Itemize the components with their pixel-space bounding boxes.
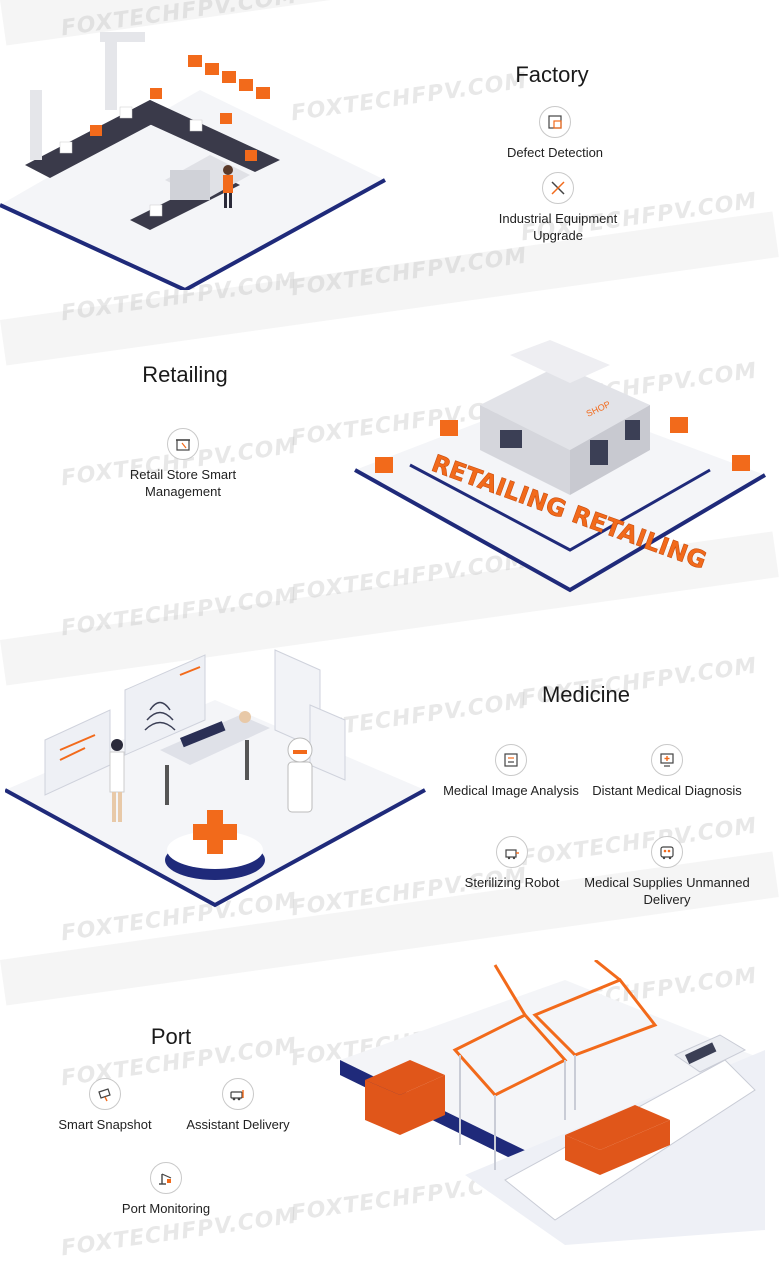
retailing-illustration: SHOP RETAILING RETAILING (354, 340, 767, 593)
medical-image-icon (495, 744, 527, 776)
feature-retail-store-smart-management: Retail Store Smart Management (98, 428, 268, 500)
feature-port-monitoring: Port Monitoring (81, 1162, 251, 1217)
feature-medical-image-analysis: Medical Image Analysis (426, 744, 596, 799)
feature-label: Medical Supplies Unmanned Delivery (584, 875, 750, 907)
feature-defect-detection: Defect Detection (470, 106, 640, 161)
retailing-section: Retailing Retail Store Smart Management … (0, 310, 780, 620)
defect-detection-icon (539, 106, 571, 138)
crane-icon (150, 1162, 182, 1194)
feature-label: Port Monitoring (121, 1201, 211, 1216)
factory-illustration (0, 32, 386, 290)
medicine-title: Medicine (541, 682, 631, 707)
delivery-robot-icon (651, 836, 683, 868)
feature-distant-medical-diagnosis: Distant Medical Diagnosis (582, 744, 752, 799)
port-section: Port Smart Snapshot Assistant Delivery P… (0, 940, 780, 1284)
feature-label: Sterilizing Robot (464, 875, 560, 890)
factory-section: Factory Defect Detection Industrial Equi… (0, 0, 780, 310)
feature-label: Medical Image Analysis (443, 783, 579, 798)
feature-medical-supplies-unmanned-delivery: Medical Supplies Unmanned Delivery (582, 836, 752, 908)
remote-diagnosis-icon (651, 744, 683, 776)
factory-title: Factory (515, 62, 589, 87)
camera-icon (89, 1078, 121, 1110)
sterilizing-robot-icon (496, 836, 528, 868)
feature-industrial-equipment-upgrade: Industrial Equipment Upgrade (473, 172, 643, 244)
feature-label: Industrial Equipment Upgrade (498, 211, 618, 243)
feature-label: Assistant Delivery (186, 1117, 290, 1132)
port-title: Port (150, 1024, 192, 1049)
feature-label: Distant Medical Diagnosis (592, 783, 742, 798)
feature-label: Retail Store Smart Management (129, 467, 237, 499)
wrench-screwdriver-icon (542, 172, 574, 204)
port-illustration (340, 960, 765, 1245)
feature-label: Defect Detection (506, 145, 604, 160)
feature-smart-snapshot: Smart Snapshot (20, 1078, 190, 1133)
store-icon (167, 428, 199, 460)
feature-label: Smart Snapshot (58, 1117, 152, 1132)
retailing-title: Retailing (142, 362, 228, 387)
vehicle-icon (222, 1078, 254, 1110)
medicine-section: Medicine Medical Image Analysis Distant … (0, 620, 780, 940)
feature-sterilizing-robot: Sterilizing Robot (427, 836, 597, 891)
feature-assistant-delivery: Assistant Delivery (153, 1078, 323, 1133)
medicine-illustration (5, 649, 426, 908)
